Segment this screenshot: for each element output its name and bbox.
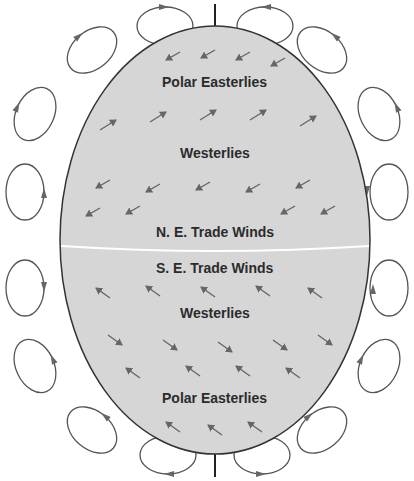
wind-belt-label: Polar Easterlies <box>162 390 267 406</box>
wind-belt-label: S. E. Trade Winds <box>156 260 273 276</box>
circulation-cells <box>3 4 411 477</box>
wind-belt-label: Westerlies <box>180 305 250 321</box>
wind-arrows <box>86 50 335 435</box>
equator-line <box>61 246 369 251</box>
wind-belt-label: Polar Easterlies <box>162 74 267 90</box>
globe <box>60 26 370 454</box>
wind-belt-label: Westerlies <box>180 145 250 161</box>
wind-belt-label: N. E. Trade Winds <box>156 224 274 240</box>
